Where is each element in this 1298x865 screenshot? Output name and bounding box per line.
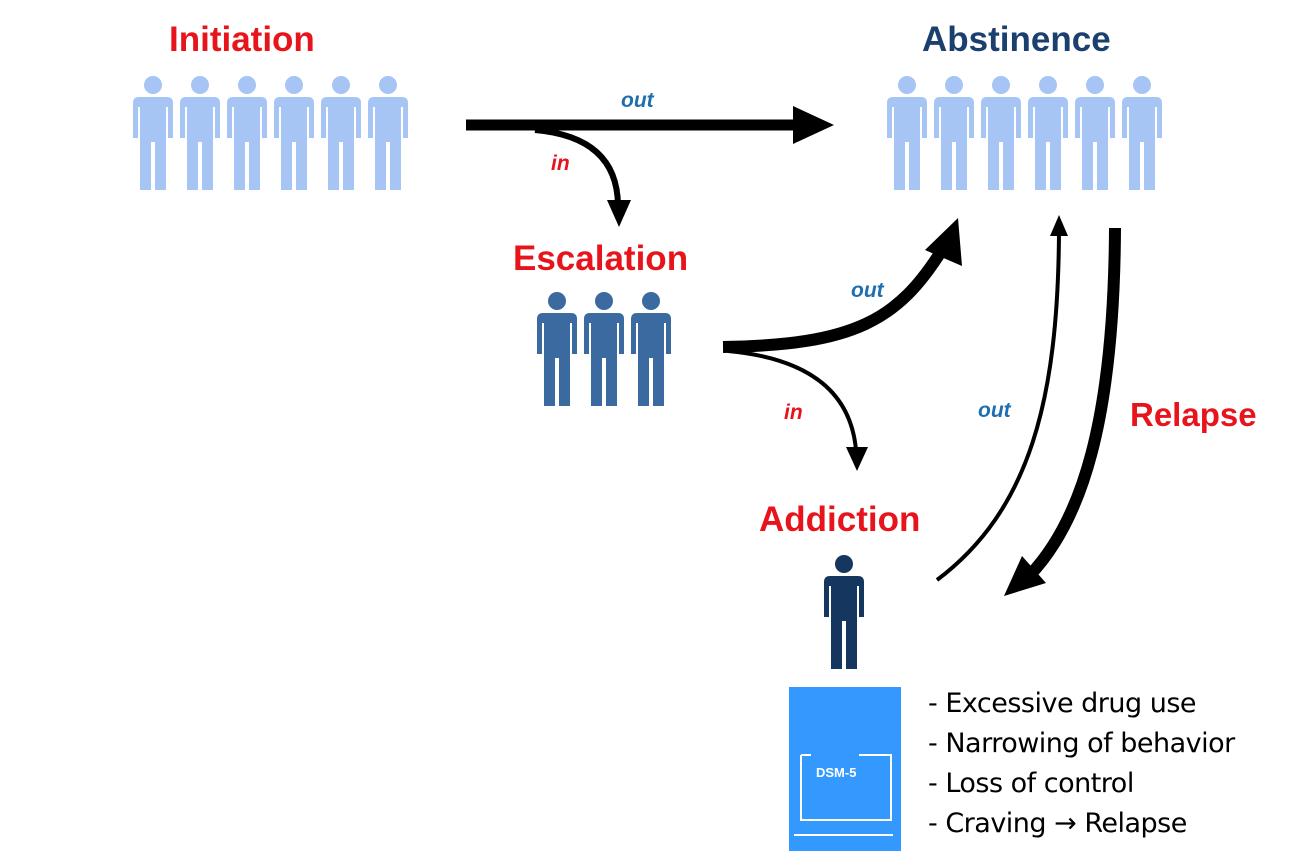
initiation-out-arrow xyxy=(466,106,834,144)
person-icon xyxy=(584,292,624,406)
escalation-title: Escalation xyxy=(513,239,689,278)
person-icon xyxy=(631,292,671,406)
abstinence-title: Abstinence xyxy=(922,20,1111,59)
person-icon xyxy=(824,555,864,669)
escalation-out-label: out xyxy=(851,279,884,302)
dsm-book-icon: DSM-5 xyxy=(789,687,901,851)
initiation-out-label: out xyxy=(621,89,654,112)
person-icon xyxy=(227,76,267,190)
person-icon xyxy=(981,76,1021,190)
escalation-out-arrow xyxy=(722,218,962,353)
initiation-title: Initiation xyxy=(169,20,315,59)
initiation-in-arrow xyxy=(534,127,631,227)
person-icon xyxy=(1028,76,1068,190)
person-icon xyxy=(321,76,361,190)
relapse-arrow xyxy=(1004,227,1121,596)
initiation-in-label: in xyxy=(551,152,570,175)
criterion-item: - Loss of control xyxy=(928,768,1134,799)
escalation-in-label: in xyxy=(784,401,803,424)
person-icon xyxy=(934,76,974,190)
relapse-label: Relapse xyxy=(1130,396,1257,433)
dsm-criteria-list: - Excessive drug use - Narrowing of beha… xyxy=(928,684,1235,844)
person-icon xyxy=(180,76,220,190)
abstinence-people xyxy=(887,76,1169,190)
person-icon xyxy=(274,76,314,190)
addiction-out-arrow xyxy=(935,215,1068,582)
criterion-item: - Excessive drug use xyxy=(928,688,1197,719)
addiction-out-label: out xyxy=(978,399,1011,422)
addiction-title: Addiction xyxy=(759,500,921,539)
initiation-people xyxy=(133,76,415,190)
criterion-item: - Narrowing of behavior xyxy=(928,728,1235,759)
person-icon xyxy=(537,292,577,406)
escalation-in-arrow xyxy=(727,349,868,471)
dsm-label: DSM-5 xyxy=(816,765,856,780)
person-icon xyxy=(133,76,173,190)
addiction-people xyxy=(824,555,871,669)
criterion-item: - Craving → Relapse xyxy=(928,808,1187,839)
person-icon xyxy=(368,76,408,190)
person-icon xyxy=(1075,76,1115,190)
person-icon xyxy=(887,76,927,190)
person-icon xyxy=(1122,76,1162,190)
escalation-people xyxy=(537,292,678,406)
